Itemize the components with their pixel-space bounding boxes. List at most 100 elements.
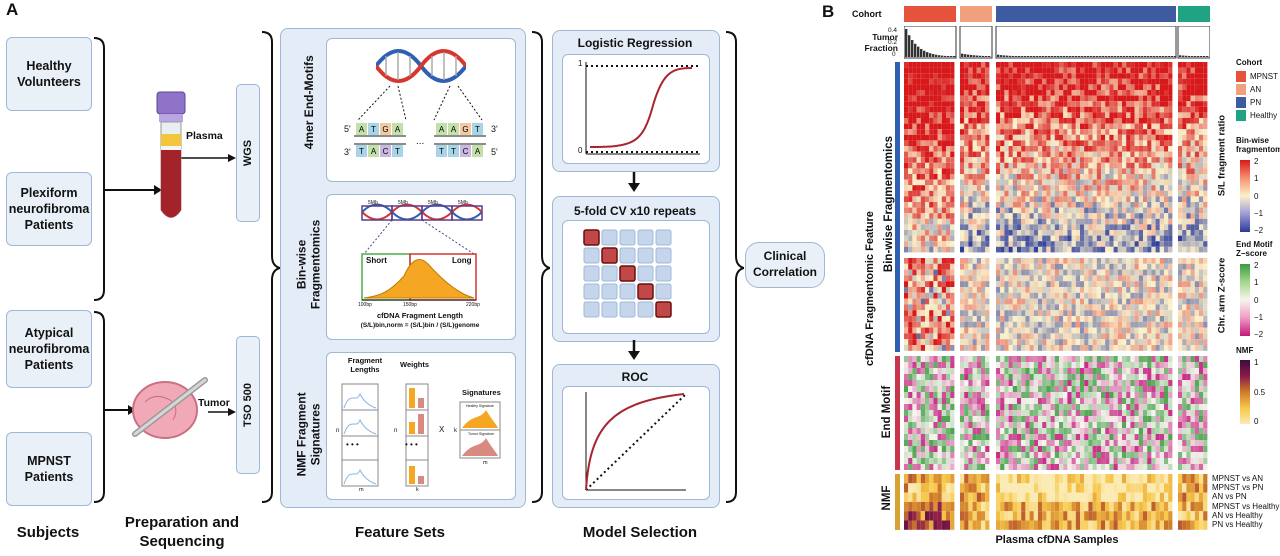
heatmap-cell	[1130, 386, 1135, 392]
subject-label: MPNST Patients	[24, 453, 74, 484]
heatmap-cell	[1008, 269, 1013, 276]
heatmap-cell	[1113, 134, 1118, 141]
heatmap-cell	[920, 292, 925, 299]
heatmap-cell	[1096, 452, 1101, 458]
heatmap-cell	[1004, 157, 1009, 163]
heatmap-cell	[985, 362, 990, 368]
heatmap-cell	[1038, 185, 1043, 191]
heatmap-cell	[925, 118, 930, 124]
heatmap-cell	[972, 129, 977, 135]
heatmap-cell	[976, 316, 981, 322]
heatmap-cell	[1088, 146, 1093, 152]
heatmap-cell	[908, 112, 913, 118]
heatmap-cell	[908, 345, 913, 351]
heatmap-cell	[1012, 275, 1017, 282]
heatmap-cell	[937, 134, 942, 141]
heatmap-cell	[1088, 316, 1093, 322]
heatmap-cell	[976, 241, 981, 247]
heatmap-cell	[1067, 73, 1072, 79]
heatmap-cell	[996, 73, 1001, 79]
heatmap-cell	[1143, 207, 1148, 214]
heatmap-cell	[1017, 62, 1022, 68]
heatmap-cell	[1088, 235, 1093, 242]
heatmap-cell	[1063, 333, 1068, 340]
heatmap-cell	[925, 464, 930, 470]
heatmap-cell	[1138, 101, 1143, 107]
heatmap-cell	[916, 258, 921, 264]
heatmap-cell	[1122, 392, 1127, 398]
heatmap-cell	[1038, 339, 1043, 345]
tf-bar	[1179, 55, 1182, 57]
heatmap-cell	[1159, 304, 1164, 311]
heatmap-cell	[960, 380, 965, 386]
heatmap-cell	[1021, 422, 1026, 428]
heatmap-cell	[1113, 185, 1118, 191]
heatmap-cell	[933, 440, 938, 446]
heatmap-cell	[1186, 202, 1191, 208]
heatmap-cell	[1159, 241, 1164, 247]
heatmap-cell	[1075, 90, 1080, 96]
heatmap-cell	[1178, 185, 1183, 191]
heatmap-cell	[1021, 374, 1026, 380]
heatmap-cell	[1067, 428, 1072, 434]
heatmap-cell	[1155, 292, 1160, 299]
heatmap-cell	[976, 174, 981, 180]
heatmap-cell	[1113, 218, 1118, 225]
heatmap-cell	[1168, 67, 1173, 74]
logreg-plot	[585, 62, 700, 155]
heatmap-cell	[1186, 356, 1191, 362]
heatmap-cell	[1164, 118, 1169, 124]
heatmap-cell	[1159, 129, 1164, 135]
heatmap-cell	[950, 190, 955, 197]
heatmap-cell	[964, 416, 969, 422]
heatmap-cell	[1092, 112, 1097, 118]
heatmap-cell	[912, 129, 917, 135]
heatmap-cell	[1186, 263, 1191, 270]
heatmap-cell	[1109, 304, 1114, 311]
heatmap-cell	[1017, 464, 1022, 470]
heatmap-cell	[960, 398, 965, 404]
heatmap-cell	[1186, 410, 1191, 416]
heatmap-cell	[1004, 112, 1009, 118]
heatmap-cell	[985, 464, 990, 470]
heatmap-cell	[1012, 101, 1017, 107]
heatmap-cell	[1025, 230, 1030, 236]
heatmap-cell	[1033, 151, 1038, 158]
heatmap-cell	[941, 230, 946, 236]
heatmap-cell	[1092, 213, 1097, 219]
heatmap-cell	[1109, 168, 1114, 174]
heatmap-cell	[996, 196, 1001, 202]
heatmap-cell	[920, 218, 925, 225]
heatmap-cell	[1025, 440, 1030, 446]
heatmap-cell	[1012, 404, 1017, 410]
heatmap-cell	[1067, 269, 1072, 276]
heatmap-cell	[1004, 129, 1009, 135]
heatmap-cell	[950, 123, 955, 130]
heatmap-cell	[1004, 474, 1009, 484]
heatmap-cell	[904, 298, 909, 305]
heatmap-cell	[968, 101, 973, 107]
heatmap-cell	[1126, 287, 1131, 293]
cv-train-fold	[583, 301, 600, 318]
heatmap-cell	[1109, 230, 1114, 236]
heatmap-cell	[996, 452, 1001, 458]
heatmap-cell	[1151, 62, 1156, 68]
heatmap-cell	[933, 362, 938, 368]
heatmap-cell	[960, 304, 965, 311]
heatmap-cell	[1033, 67, 1038, 74]
heatmap-cell	[1029, 464, 1034, 470]
heatmap-cell	[933, 168, 938, 174]
heatmap-cell	[1143, 73, 1148, 79]
heatmap-cell	[941, 333, 946, 340]
heatmap-cell	[1063, 392, 1068, 398]
heatmap-cell	[1071, 345, 1076, 351]
heatmap-cell	[1071, 224, 1076, 230]
heatmap-cell	[1088, 464, 1093, 470]
heatmap-cell	[1109, 224, 1114, 230]
heatmap-cell	[1029, 281, 1034, 287]
heatmap-cell	[1203, 333, 1208, 340]
heatmap-cell	[1105, 428, 1110, 434]
heatmap-cell	[929, 213, 934, 219]
heatmap-cell	[1159, 78, 1164, 85]
heatmap-cell	[1138, 416, 1143, 422]
